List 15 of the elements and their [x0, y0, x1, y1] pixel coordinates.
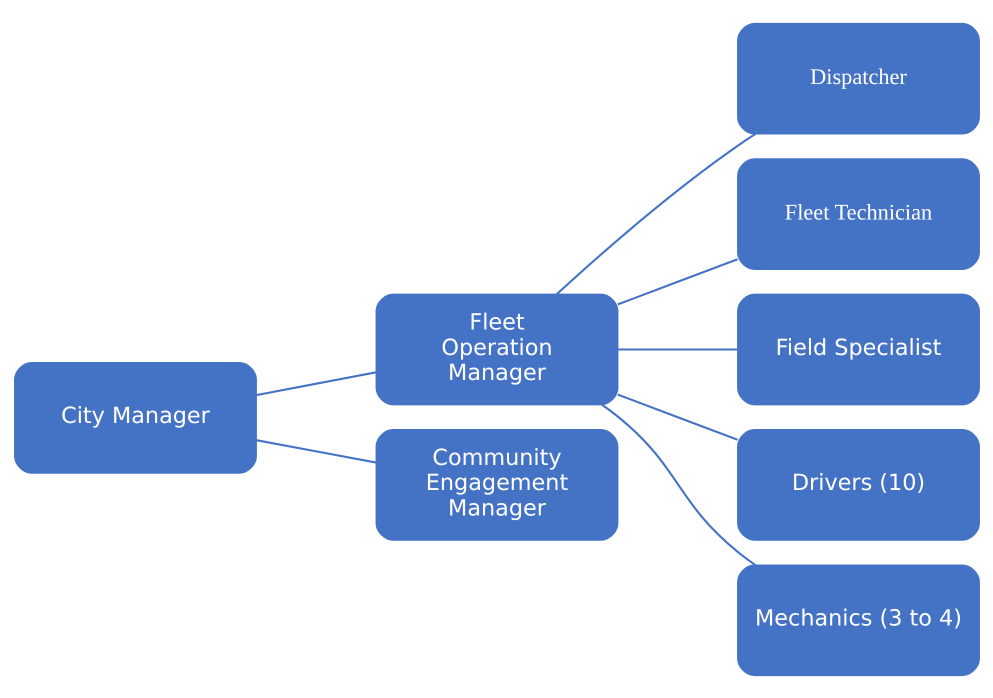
- connector: [256, 370, 376, 396]
- connector: [616, 258, 738, 305]
- connector: [256, 438, 376, 464]
- node-box: Fleet Operation Manager: [375, 293, 618, 405]
- node-box: Field Specialist: [736, 293, 980, 405]
- node-box: Drivers (10): [736, 428, 980, 540]
- connector: [617, 348, 738, 350]
- connector: [600, 403, 756, 566]
- node-box: Mechanics (3 to 4): [736, 564, 980, 676]
- node-box: Community Engagement Manager: [375, 428, 618, 540]
- connector: [556, 132, 756, 294]
- node-box: City Manager: [14, 362, 256, 474]
- connector: [616, 393, 738, 440]
- node-box: Fleet Technician: [736, 158, 980, 270]
- node-box: Dispatcher: [736, 22, 980, 134]
